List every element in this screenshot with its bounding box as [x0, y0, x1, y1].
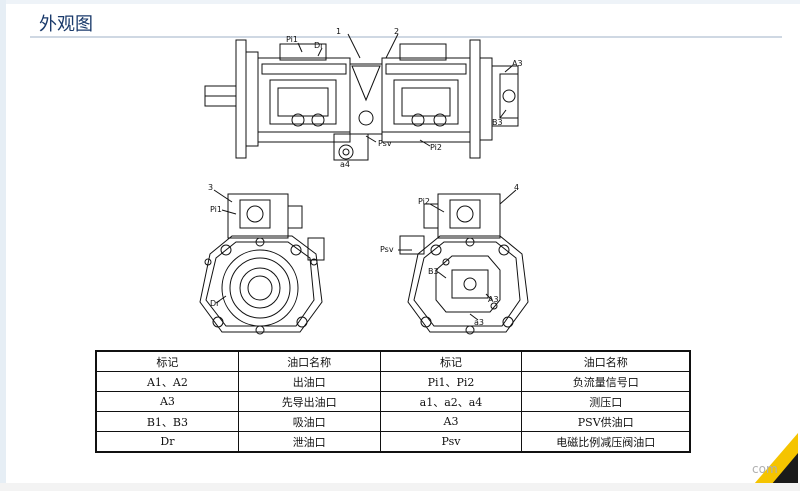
- pump-front-view: [199, 189, 325, 335]
- table-cell: A1、A2: [94, 371, 239, 392]
- label-b3-rear: B3: [428, 267, 439, 276]
- table-header-cell: 标记: [94, 350, 239, 372]
- label-dr: Dr: [314, 41, 324, 50]
- table-row: A3 先导出油口 a1、a2、a4 测压口: [94, 391, 692, 412]
- label-psv-rear: Psv: [380, 245, 394, 254]
- pump-rear-view: [398, 189, 529, 335]
- table-cell: 电磁比例减压阀油口: [521, 431, 692, 453]
- label-a3: A3: [512, 59, 523, 68]
- label-a4: a4: [340, 160, 350, 169]
- table-cell: 测压口: [521, 391, 692, 412]
- table-cell: 吸油口: [237, 411, 381, 432]
- frame-left-strip: [0, 0, 6, 491]
- logo-text: com: [752, 462, 778, 476]
- table-cell: 负流量信号口: [521, 371, 692, 392]
- label-a3-rear: A3: [488, 295, 499, 304]
- table-cell: 先导出油口: [237, 391, 381, 412]
- table-row: Dr 泄油口 Psv 电磁比例减压阀油口: [94, 431, 692, 453]
- table-cell: PSV供油口: [521, 411, 692, 432]
- table-row: A1、A2 出油口 Pi1、Pi2 负流量信号口: [94, 371, 692, 392]
- label-1: 1: [336, 27, 341, 36]
- label-pi2-rear: Pi2: [418, 197, 430, 206]
- table-header-row: 标记 油口名称 标记 油口名称: [94, 350, 692, 372]
- table-header-cell: 标记: [379, 350, 523, 372]
- table-header-cell: 油口名称: [521, 350, 692, 372]
- pump-drawing: Pi1 Dr 1 2 A3 B3 Psv Pi2 a4 3 Pi1 Dr 4 P…: [199, 27, 529, 335]
- label-4: 4: [514, 183, 519, 192]
- table-cell: 泄油口: [237, 431, 381, 453]
- table-row: B1、B3 吸油口 A3 PSV供油口: [94, 411, 692, 432]
- frame-top-strip: [0, 0, 800, 4]
- table-header-cell: 油口名称: [237, 350, 381, 372]
- table-cell: Psv: [379, 431, 523, 453]
- table-cell: B1、B3: [94, 411, 239, 432]
- corner-logo: [748, 433, 798, 491]
- frame-bottom-strip: [0, 483, 800, 491]
- label-pi2: Pi2: [430, 143, 442, 152]
- label-dr-front: Dr: [210, 299, 220, 308]
- label-2: 2: [394, 27, 399, 36]
- table-cell: Pi1、Pi2: [379, 371, 523, 392]
- port-table: 标记 油口名称 标记 油口名称 A1、A2 出油口 Pi1、Pi2 负流量信号口…: [94, 350, 692, 453]
- table-cell: A3: [94, 391, 239, 412]
- label-pi1-front: Pi1: [210, 205, 222, 214]
- title-divider: [30, 36, 782, 38]
- label-3: 3: [208, 183, 213, 192]
- page-title: 外观图: [39, 14, 93, 35]
- pump-side-view: [204, 33, 519, 161]
- table-cell: a1、a2、a4: [379, 391, 523, 412]
- table-cell: Dr: [94, 431, 239, 453]
- label-a3-low: a3: [474, 318, 484, 327]
- label-b3: B3: [492, 118, 503, 127]
- table-cell: 出油口: [237, 371, 381, 392]
- label-pi1: Pi1: [286, 35, 298, 44]
- table-cell: A3: [379, 411, 523, 432]
- label-psv: Psv: [378, 139, 392, 148]
